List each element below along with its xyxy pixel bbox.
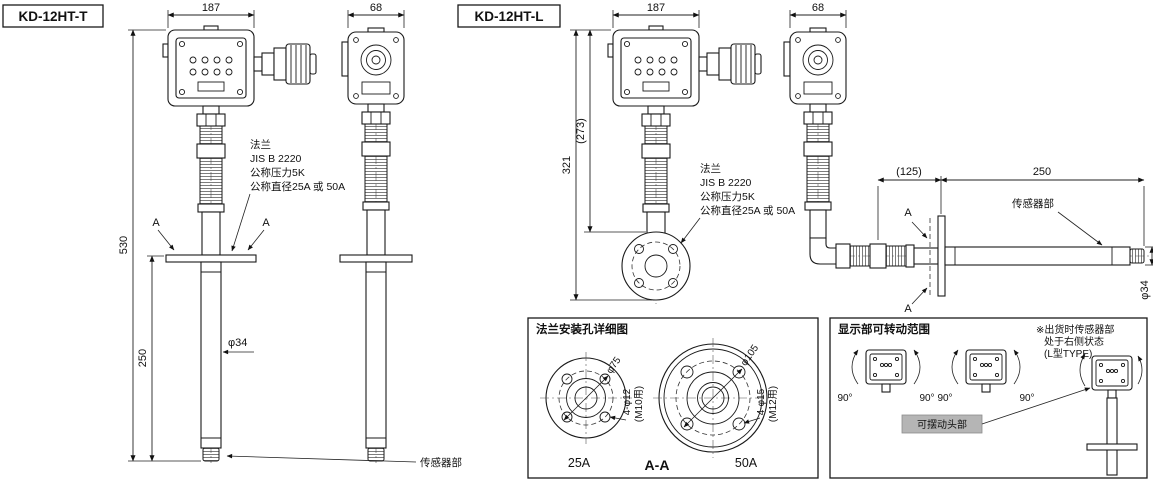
t-flange-note-line2: JIS B 2220: [250, 153, 302, 165]
t-model-title: KD-12HT-T: [18, 9, 88, 24]
l-side-flange-plate: [937, 215, 946, 297]
l-flange-note-line2: JIS B 2220: [700, 177, 752, 189]
t-section-a-left: A: [152, 217, 160, 229]
t-front-sensor-tip: [202, 447, 220, 462]
flange-50a-label: 50A: [735, 456, 758, 470]
angle-label-1: 90°: [837, 393, 852, 404]
rotation-device-1: 90° 90°: [837, 349, 935, 404]
flange-50a: φ105 4-φ15 (M12用) 50A: [653, 338, 779, 470]
t-front-pipe-fittings: [196, 105, 226, 213]
swing-arrow-right: [1137, 355, 1143, 385]
swing-figure-tube: [1106, 397, 1118, 476]
dim-50a-holes-note: (M12用): [768, 386, 779, 422]
l-side-pipe-fittings: [803, 103, 833, 211]
dim-50a-bolt-circle: φ105: [739, 343, 762, 369]
l-front-enclosure: [607, 25, 700, 107]
t-front-cable-connector: [253, 43, 317, 85]
l-section-a-top: A: [904, 207, 912, 219]
t-sensor-label-group: 传感器部: [226, 453, 462, 469]
t-flange-note: 法兰 JIS B 2220 公称压力5K 公称直径25A 或 50A: [231, 138, 345, 252]
rotate-arrow-right-2: [1013, 349, 1021, 385]
l-section-a-bottom: A: [904, 303, 912, 315]
dim-t-pipe-dia: φ34: [228, 337, 247, 349]
l-side-probe-tube: [944, 246, 1131, 266]
t-side-view: [339, 27, 413, 463]
dim-l-height: 321: [561, 156, 573, 174]
l-flange-note-line4: 公称直径25A 或 50A: [700, 204, 795, 217]
rotate-arrow-left-1: [851, 349, 859, 385]
rotation-device-2: 90° 90°: [937, 349, 1035, 404]
rotate-arrow-left-2: [951, 349, 959, 385]
t-front-flange-plate: [165, 254, 257, 263]
t-side-sensor-tip: [367, 447, 385, 462]
swing-figure-flange: [1086, 443, 1138, 451]
flange-25a: φ75 4-φ12 (M10用) 25A: [540, 352, 645, 470]
dim-l-height-ref: (273): [575, 118, 587, 144]
dim-50a-holes: 4-φ15: [756, 388, 767, 415]
t-flange-note-line1: 法兰: [250, 138, 271, 151]
t-front-view: [162, 25, 317, 463]
swing-arrow-left: [1079, 353, 1086, 387]
l-dimensions: 187 68 321 (273) (125) 250 φ34 A: [561, 2, 1153, 315]
t-model: KD-12HT-T: [2, 2, 462, 469]
l-front-cable-connector: [698, 43, 762, 85]
dim-l-insert-length: 250: [1033, 166, 1051, 178]
l-front-view: [607, 25, 762, 304]
dim-25a-bolt-circle: φ75: [604, 355, 623, 376]
angle-label-4: 90°: [1019, 393, 1034, 404]
dim-t-depth: 68: [370, 2, 382, 14]
l-side-enclosure: [783, 27, 847, 105]
angle-label-2: 90°: [919, 393, 934, 404]
l-side-view: [783, 27, 1150, 297]
l-flange-note-line3: 公称压力5K: [700, 190, 755, 203]
l-side-sensor-tip: [1129, 248, 1145, 264]
t-side-enclosure: [341, 27, 405, 105]
t-side-flange-plate: [339, 254, 413, 263]
section-aa-label: A-A: [645, 457, 670, 473]
rotation-title: 显示部可转动范围: [838, 322, 930, 336]
l-side-elbow: [809, 237, 839, 265]
t-model-title-box: KD-12HT-T: [2, 4, 104, 28]
rotation-panel: 显示部可转动范围 ※出货时传感器部 处于右侧状态 (L型TYPE) 90° 90…: [829, 317, 1148, 479]
t-section-a-right: A: [262, 217, 270, 229]
dim-l-depth: 68: [812, 2, 824, 14]
angle-label-3: 90°: [937, 393, 952, 404]
flange-25a-label: 25A: [568, 456, 591, 470]
dim-l-width: 187: [647, 2, 665, 14]
l-sensor-label-group: 传感器部: [1012, 197, 1103, 246]
t-front-enclosure: [162, 25, 255, 107]
l-model-title-box: KD-12HT-L: [457, 4, 561, 28]
l-model-title: KD-12HT-L: [474, 9, 543, 24]
l-flange-note-line1: 法兰: [700, 162, 721, 175]
dim-25a-holes-note: (M10用): [634, 386, 645, 422]
l-model: KD-12HT-L: [457, 2, 1153, 315]
t-side-pipe-fittings: [361, 103, 391, 211]
dim-t-insert-length: 250: [137, 349, 149, 367]
l-front-pipe-fittings: [641, 105, 671, 213]
t-side-probe-tube: [365, 261, 387, 449]
flange-detail-panel: 法兰安装孔详细图 φ75 4-φ12 (M10用) 25A A-A: [527, 317, 819, 479]
shipping-note-line1: ※出货时传感器部: [1036, 323, 1114, 336]
l-flange-note: 法兰 JIS B 2220 公称压力5K 公称直径25A 或 50A: [680, 162, 795, 244]
t-sensor-label: 传感器部: [420, 456, 462, 469]
shipping-note-line3: (L型TYPE): [1044, 347, 1092, 360]
swing-head-label: 可摆动头部: [917, 418, 967, 431]
dim-t-total-height: 530: [118, 236, 130, 254]
l-sensor-label: 传感器部: [1012, 197, 1054, 210]
shipping-note-line2: 处于右侧状态: [1044, 335, 1104, 348]
dim-l-offset: (125): [896, 166, 922, 178]
t-flange-note-line4: 公称直径25A 或 50A: [250, 180, 345, 193]
flange-detail-title: 法兰安装孔详细图: [536, 322, 628, 336]
t-front-probe-tube: [200, 261, 222, 449]
swing-head-figure: [1079, 353, 1143, 476]
dim-t-width: 187: [202, 2, 220, 14]
t-dimensions: 187 68 530 250 φ34 A A: [118, 2, 405, 462]
rotate-arrow-right-1: [913, 349, 921, 385]
dim-25a-holes: 4-φ12: [622, 388, 633, 415]
l-front-flange-disc: [621, 231, 691, 301]
t-flange-note-line3: 公称压力5K: [250, 166, 305, 179]
swing-head-badge: 可摆动头部: [901, 387, 1091, 434]
dim-l-pipe-dia: φ34: [1139, 280, 1151, 299]
